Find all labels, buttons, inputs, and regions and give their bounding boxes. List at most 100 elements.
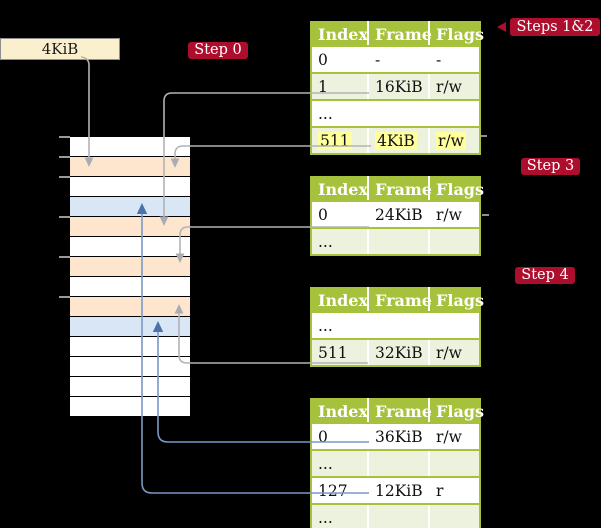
memory-frame-28kib bbox=[70, 277, 190, 296]
page-table-steps-1-2: Index Frame Flags 0 - - 1 16KiB r/w ... … bbox=[310, 21, 484, 155]
cell-index: ... bbox=[311, 450, 368, 478]
table-row: ... bbox=[311, 312, 480, 340]
cell-frame bbox=[367, 100, 429, 128]
address-tick-0kib bbox=[59, 136, 70, 138]
cell-frame bbox=[367, 450, 429, 478]
table-row: ... bbox=[311, 450, 480, 478]
cell-flags: r/w bbox=[428, 127, 480, 155]
page-table-step-4: Index Frame Flags ... 511 32KiB r/w bbox=[310, 287, 484, 367]
memory-frame-12kib bbox=[70, 197, 190, 216]
memory-frame-24kib bbox=[70, 257, 190, 276]
column-header-index: Index bbox=[311, 22, 368, 47]
memory-frame-20kib bbox=[70, 237, 190, 256]
column-header-flags: Flags bbox=[428, 399, 484, 424]
step-3-badge: Step 3 bbox=[521, 158, 580, 175]
steps-1-2-badge: Steps 1&2 bbox=[510, 18, 600, 36]
cell-frame bbox=[367, 228, 429, 256]
table-row: 0 24KiB r/w bbox=[311, 201, 480, 229]
column-header-frame: Frame bbox=[367, 288, 432, 313]
cell-frame: 36KiB bbox=[367, 423, 429, 451]
table-row: 1 16KiB r/w bbox=[311, 73, 480, 101]
cell-index: ... bbox=[311, 100, 368, 128]
steps-1-2-label: Steps 1&2 bbox=[516, 19, 594, 35]
address-tick-32kib bbox=[59, 296, 70, 298]
cell-index: 511 bbox=[311, 127, 368, 155]
column-header-flags: Flags bbox=[428, 288, 484, 313]
cell-index: ... bbox=[311, 228, 368, 256]
cell-index: ... bbox=[311, 504, 368, 528]
table-row: 511 32KiB r/w bbox=[311, 339, 480, 367]
cell-flags bbox=[428, 504, 480, 528]
frame-size-label: 4KiB bbox=[41, 40, 79, 58]
cell-index: 0 bbox=[311, 423, 368, 451]
memory-frame-16kib bbox=[70, 217, 190, 236]
address-tick-16kib bbox=[59, 216, 70, 218]
address-tick-4kib bbox=[59, 156, 70, 158]
table-row: 127 12KiB r bbox=[311, 477, 480, 505]
highlighted-value: 511 bbox=[318, 131, 352, 150]
memory-stack bbox=[70, 137, 190, 417]
memory-frame-40kib bbox=[70, 337, 190, 356]
cell-index: 0 bbox=[311, 46, 368, 74]
table-header-row: Index Frame Flags bbox=[311, 22, 484, 47]
frame-size-label-box: 4KiB bbox=[0, 38, 120, 60]
table-header-row: Index Frame Flags bbox=[311, 288, 484, 313]
cell-index: 0 bbox=[311, 201, 368, 229]
cell-flags: r/w bbox=[428, 339, 480, 367]
cell-flags: r/w bbox=[428, 201, 480, 229]
step-4-badge: Step 4 bbox=[515, 267, 575, 284]
cell-index: 511 bbox=[311, 339, 368, 367]
memory-frame-4kib bbox=[70, 157, 190, 176]
table-row: 0 36KiB r/w bbox=[311, 423, 480, 451]
cell-frame: 16KiB bbox=[367, 73, 429, 101]
cell-frame: 12KiB bbox=[367, 477, 429, 505]
address-tick-8kib bbox=[59, 176, 70, 178]
cell-frame: 24KiB bbox=[367, 201, 429, 229]
cell-frame bbox=[367, 504, 429, 528]
cell-frame bbox=[367, 312, 429, 340]
page-table-level-1: Index Frame Flags 0 36KiB r/w ... 127 12… bbox=[310, 398, 484, 528]
cell-flags bbox=[428, 312, 480, 340]
table-row: ... bbox=[311, 228, 480, 256]
cell-flags: - bbox=[428, 46, 480, 74]
cell-frame: 32KiB bbox=[367, 339, 429, 367]
step-3-label: Step 3 bbox=[526, 158, 575, 174]
column-header-flags: Flags bbox=[428, 177, 484, 202]
cell-flags bbox=[428, 100, 480, 128]
cell-flags: r/w bbox=[428, 423, 480, 451]
column-header-index: Index bbox=[311, 288, 368, 313]
step-0-label: Step 0 bbox=[194, 42, 242, 58]
column-header-frame: Frame bbox=[367, 177, 432, 202]
cell-index: 127 bbox=[311, 477, 368, 505]
cell-frame: - bbox=[367, 46, 429, 74]
table-row: ... bbox=[311, 504, 480, 528]
table-header-row: Index Frame Flags bbox=[311, 399, 484, 424]
cell-flags: r bbox=[428, 477, 480, 505]
memory-frame-0kib bbox=[70, 137, 190, 156]
memory-frame-36kib bbox=[70, 317, 190, 336]
cell-frame: 4KiB bbox=[367, 127, 429, 155]
table-row: ... bbox=[311, 100, 480, 128]
memory-frame-8kib bbox=[70, 177, 190, 196]
column-header-flags: Flags bbox=[428, 22, 484, 47]
cell-flags bbox=[428, 450, 480, 478]
table-row-highlighted: 511 4KiB r/w bbox=[311, 127, 480, 155]
cell-flags bbox=[428, 228, 480, 256]
column-header-frame: Frame bbox=[367, 22, 432, 47]
memory-frame-32kib bbox=[70, 297, 190, 316]
column-header-frame: Frame bbox=[367, 399, 432, 424]
memory-frame-52kib bbox=[70, 397, 190, 416]
cell-flags: r/w bbox=[428, 73, 480, 101]
address-tick-24kib bbox=[59, 256, 70, 258]
cell-index: 1 bbox=[311, 73, 368, 101]
memory-frame-48kib bbox=[70, 377, 190, 396]
memory-frame-44kib bbox=[70, 357, 190, 376]
column-header-index: Index bbox=[311, 399, 368, 424]
column-header-index: Index bbox=[311, 177, 368, 202]
page-table-step-3: Index Frame Flags 0 24KiB r/w ... bbox=[310, 176, 484, 256]
steps-1-2-pointer-icon bbox=[497, 22, 506, 32]
step-0-badge: Step 0 bbox=[188, 42, 248, 59]
table-row: 0 - - bbox=[311, 46, 480, 74]
cell-index: ... bbox=[311, 312, 368, 340]
